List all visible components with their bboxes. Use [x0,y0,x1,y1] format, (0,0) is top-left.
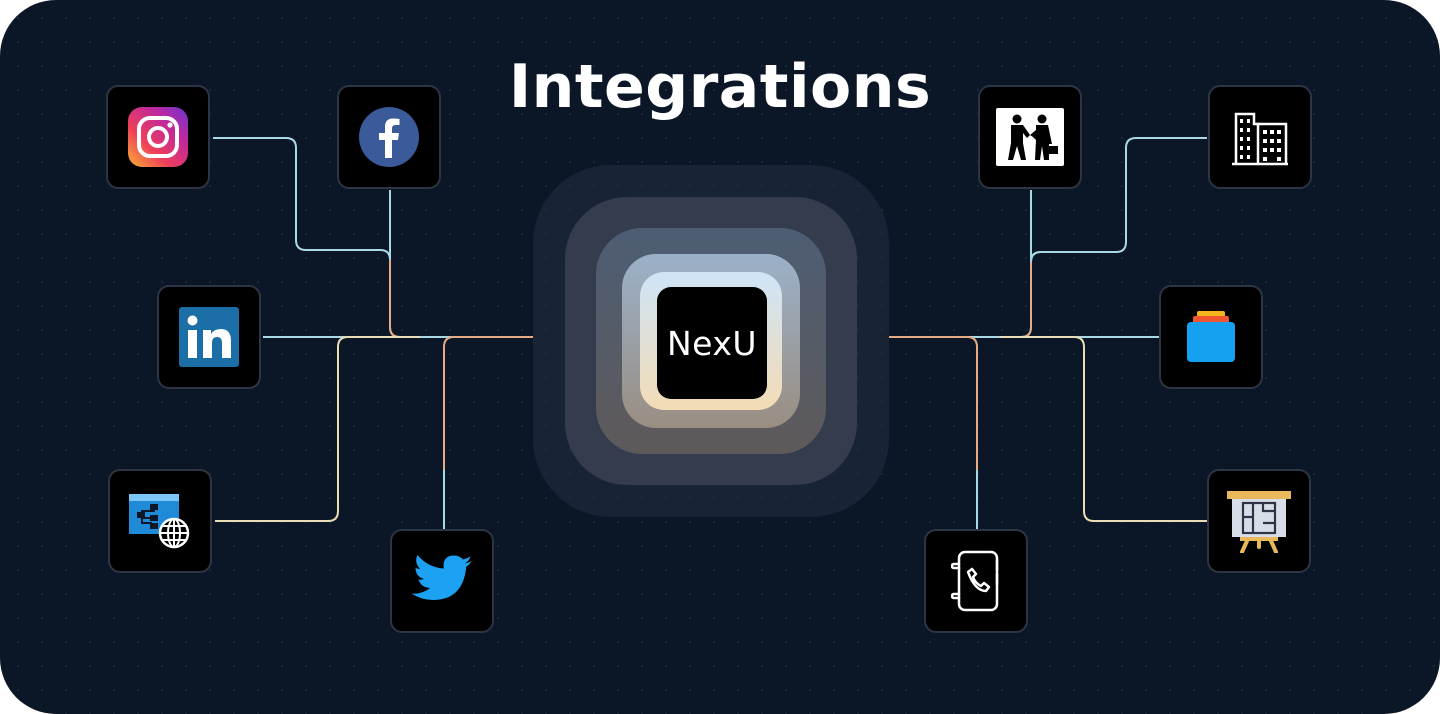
hub-label: NexU [666,323,758,363]
integration-tile-board[interactable] [1207,469,1311,573]
twitter-icon [411,555,472,600]
web-sitemap-icon [129,494,190,549]
connector-sitemap [215,336,420,522]
integration-tile-twitter[interactable] [390,529,494,633]
office-building-icon [1232,112,1288,166]
hub-core[interactable]: NexU [657,287,767,399]
connector-board [1000,336,1207,522]
connector-partners-lower [889,262,1032,338]
facebook-icon [359,107,419,167]
linkedin-icon [179,307,239,367]
page-title: Integrations [508,52,932,122]
integration-tile-partners[interactable] [978,85,1082,189]
integration-tile-folder[interactable] [1159,285,1263,389]
presentation-board-icon [1227,491,1291,553]
phone-contacts-icon [951,550,999,612]
integration-tile-instagram[interactable] [106,85,210,189]
connector-contacts [889,336,978,529]
integration-tile-contacts[interactable] [924,529,1028,633]
integration-tile-facebook[interactable] [337,85,441,189]
connector-twitter [443,336,533,529]
integration-tile-linkedin[interactable] [157,285,261,389]
integration-tile-sitemap[interactable] [108,469,212,573]
business-partners-icon [996,108,1064,166]
instagram-icon [128,107,188,167]
connector-facebook-lower [389,260,533,338]
hub-glow: NexU [533,165,889,517]
integration-tile-building[interactable] [1208,85,1312,189]
folder-stack-icon [1187,311,1235,362]
